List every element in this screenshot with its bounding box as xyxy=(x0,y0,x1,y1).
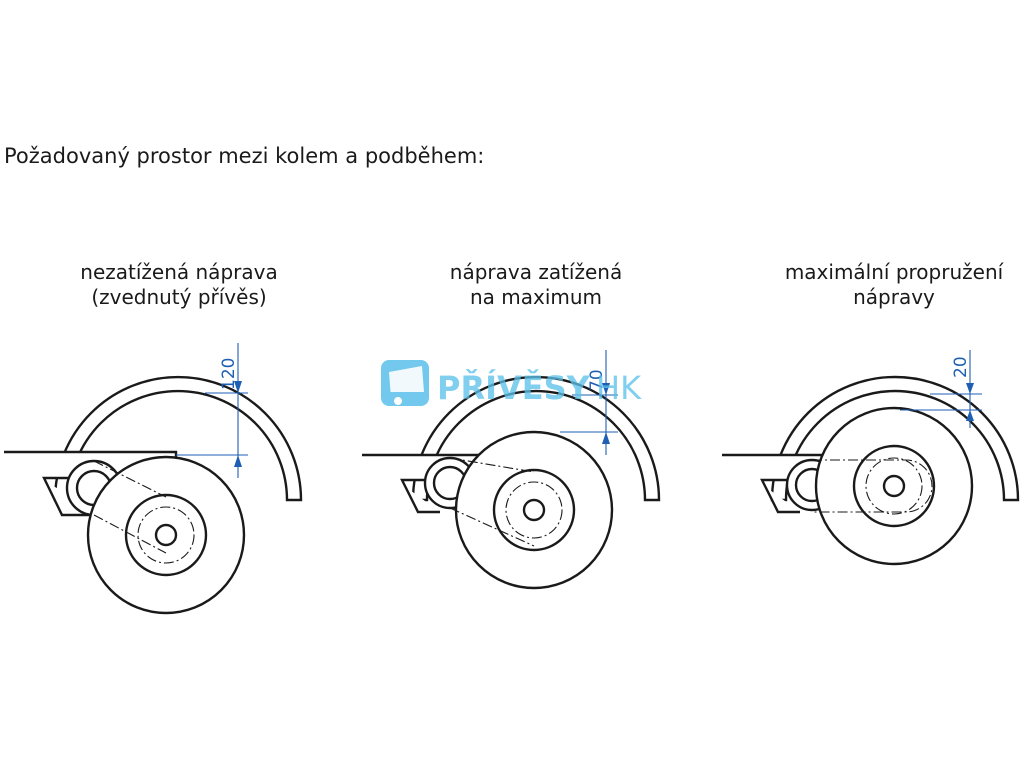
panel-2-dimension-label: 70 xyxy=(587,369,607,391)
watermark-suffix-text: HK xyxy=(596,369,642,407)
panel-1-fender xyxy=(53,375,303,502)
panel-2-rim xyxy=(492,468,576,552)
panel-1-caption: nezatížená náprava (zvednutý přívěs) xyxy=(29,260,329,310)
panel-1-clearance-dimension: 120 xyxy=(176,343,248,478)
panel-2-caption: náprava zatížená na maximum xyxy=(386,260,686,310)
panel-3-dimension-label: 20 xyxy=(951,356,971,378)
watermark-brand-text: PŘÍVĚSY xyxy=(437,369,591,407)
panel-1-rim-dash xyxy=(137,506,195,564)
panel-1-caption-line-2: (zvednutý přívěs) xyxy=(91,285,267,309)
panel-3-caption: maximální propružení nápravy xyxy=(744,260,1024,310)
panel-2-arm-hidden-line xyxy=(449,457,535,547)
page-heading: Požadovaný prostor mezi kolem a podběhem… xyxy=(4,144,485,168)
panel-2-hub xyxy=(522,498,546,522)
panel-2-caption-line-2: na maximum xyxy=(469,285,603,309)
panel-3-caption-line-2: nápravy xyxy=(853,285,935,309)
panel-1-dimension-label: 120 xyxy=(219,358,239,390)
panel-2-fender xyxy=(411,375,661,502)
panel-2-caption-line-1: náprava zatížená xyxy=(449,260,623,284)
panel-3-fender xyxy=(770,375,1020,502)
panel-3-rim xyxy=(852,444,936,528)
panel-1-hub xyxy=(154,523,178,547)
panel-3-clearance-dimension: 20 xyxy=(900,350,982,428)
panel-1-rim xyxy=(124,493,208,577)
panel-3-caption-line-1: maximální propružení xyxy=(784,260,1004,284)
brand-watermark: PŘÍVĚSY HK xyxy=(381,360,642,407)
panel-3-drawing: 20 xyxy=(722,350,1020,566)
trailer-logo-icon xyxy=(381,360,429,406)
panel-3-hub xyxy=(882,474,906,498)
panel-1-caption-line-1: nezatížená náprava xyxy=(80,260,278,284)
panel-3-rim-dash xyxy=(865,457,923,515)
panel-2-drawing: 70 xyxy=(362,350,661,590)
panel-1-arm-hidden-line xyxy=(93,460,167,554)
panel-3-arm-hidden-line xyxy=(812,459,933,513)
panel-2-rim-dash xyxy=(505,481,563,539)
panel-2-clearance-dimension: 70 xyxy=(560,350,618,455)
panel-1-drawing: 120 xyxy=(4,343,303,615)
